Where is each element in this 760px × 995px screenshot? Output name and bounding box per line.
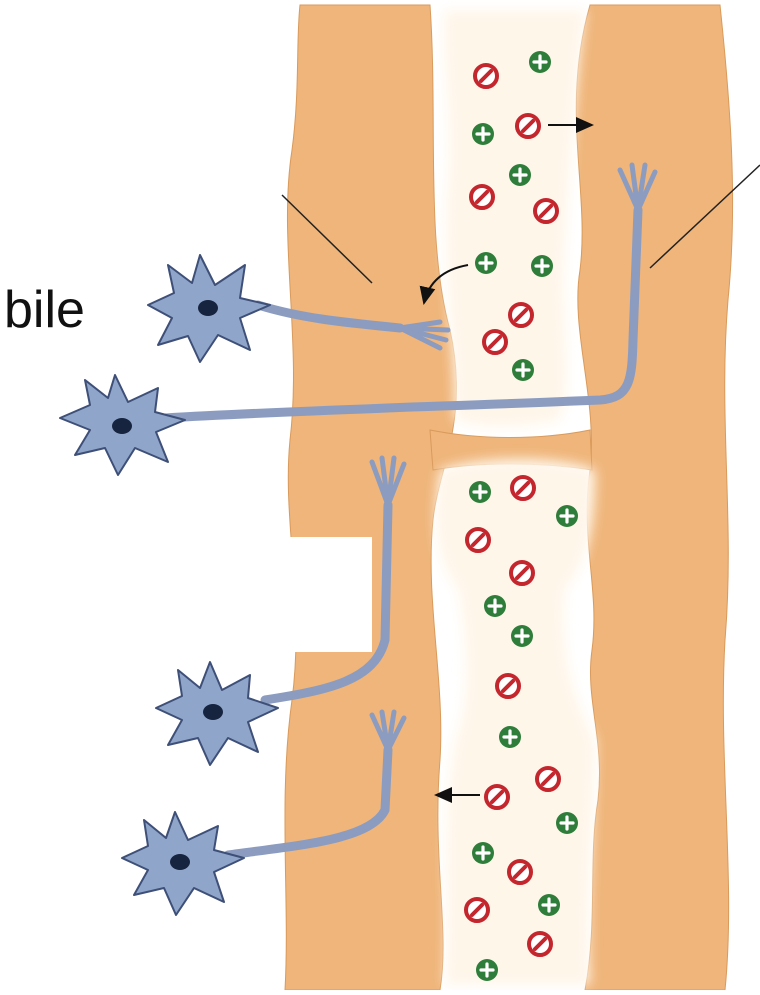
plus-ion-icon [484,595,506,617]
plus-ion-icon [509,164,531,186]
minus-ion-icon [535,200,557,222]
partial-label: bile [4,284,85,336]
lumen-lower [436,459,595,985]
plus-ion-icon [556,505,578,527]
plus-ion-icon [556,812,578,834]
minus-ion-icon [466,899,488,921]
neuron-4-nucleus [170,854,190,870]
right-tissue-wall [576,5,732,990]
plus-ion-icon [472,123,494,145]
plus-ion-icon [529,51,551,73]
neuron-1-nucleus [198,300,218,316]
neuron-3-nucleus [203,704,223,720]
minus-ion-icon [529,933,551,955]
minus-ion-icon [471,186,493,208]
minus-ion-icon [510,304,532,326]
plus-ion-icon [472,842,494,864]
minus-ion-icon [497,675,519,697]
minus-ion-icon [511,562,533,584]
plus-ion-icon [469,481,491,503]
minus-ion-icon [484,331,506,353]
plus-ion-icon [475,252,497,274]
plus-ion-icon [538,894,560,916]
neuron-2-nucleus [112,418,132,434]
minus-ion-icon [475,65,497,87]
plus-ion-icon [476,959,498,981]
minus-ion-icon [537,768,559,790]
minus-ion-icon [512,477,534,499]
minus-ion-icon [467,529,489,551]
blank-label-area [230,537,372,652]
minus-ion-icon [486,786,508,808]
plus-ion-icon [499,726,521,748]
minus-ion-icon [517,115,539,137]
plus-ion-icon [512,359,534,381]
plus-ion-icon [531,255,553,277]
plus-ion-icon [511,625,533,647]
minus-ion-icon [509,861,531,883]
